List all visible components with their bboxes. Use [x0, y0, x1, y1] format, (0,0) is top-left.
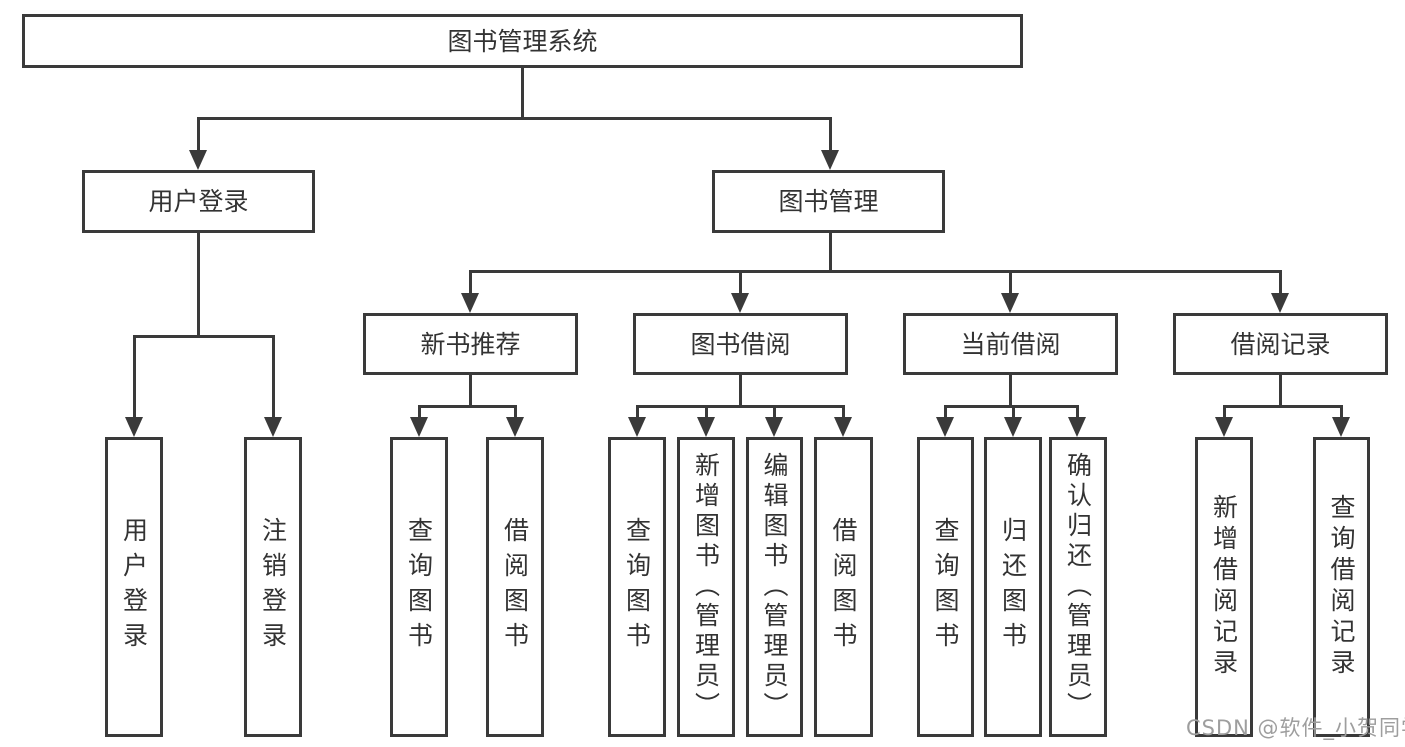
- connector-line: [842, 405, 845, 419]
- arrowhead-down-icon: [1332, 417, 1350, 437]
- arrowhead-down-icon: [1004, 417, 1022, 437]
- connector-line: [1009, 270, 1012, 295]
- node-user-login: 用户登录: [82, 170, 315, 233]
- connector-line: [944, 405, 1079, 408]
- leaf-query-books-borrow: 查询图书: [608, 437, 666, 737]
- leaf-query-books-current: 查询图书: [917, 437, 974, 737]
- leaf-label: 归还图书: [998, 517, 1028, 657]
- connector-line: [944, 405, 947, 419]
- leaf-user-login: 用户登录: [105, 437, 163, 737]
- connector-line: [133, 335, 274, 338]
- arrowhead-down-icon: [936, 417, 954, 437]
- connector-line: [1076, 405, 1079, 419]
- arrowhead-down-icon: [731, 293, 749, 313]
- leaf-borrow-books-recommend: 借阅图书: [486, 437, 544, 737]
- leaf-confirm-return-admin: 确认归还（管理员）: [1049, 437, 1107, 737]
- connector-line: [636, 405, 845, 408]
- connector-line: [133, 335, 136, 420]
- leaf-label: 查询图书: [622, 517, 652, 657]
- node-label: 借阅记录: [1230, 329, 1331, 359]
- leaf-add-book-admin: 新增图书（管理员）: [677, 437, 735, 737]
- connector-line: [1340, 405, 1343, 419]
- node-label: 图书管理: [778, 187, 879, 216]
- arrowhead-down-icon: [264, 417, 282, 437]
- leaf-query-borrow-record: 查询借阅记录: [1313, 437, 1370, 737]
- leaf-borrow-book: 借阅图书: [814, 437, 873, 737]
- leaf-label: 查询借阅记录: [1327, 494, 1356, 680]
- node-book-borrow: 图书借阅: [633, 313, 848, 375]
- node-label: 用户登录: [148, 187, 249, 216]
- arrowhead-down-icon: [697, 417, 715, 437]
- connector-line: [636, 405, 639, 419]
- connector-line: [739, 375, 742, 407]
- connector-line: [418, 405, 421, 419]
- node-current-borrow: 当前借阅: [903, 313, 1118, 375]
- connector-line: [272, 335, 275, 420]
- connector-line: [1223, 405, 1343, 408]
- connector-line: [197, 117, 831, 120]
- node-label: 新书推荐: [420, 329, 521, 359]
- connector-line: [829, 117, 832, 155]
- leaf-label: 用户登录: [119, 517, 149, 657]
- arrowhead-down-icon: [628, 417, 646, 437]
- arrowhead-down-icon: [125, 417, 143, 437]
- connector-line: [829, 233, 832, 272]
- leaf-label: 新增借阅记录: [1209, 494, 1239, 680]
- leaf-label: 查询图书: [931, 517, 960, 657]
- node-label: 当前借阅: [960, 329, 1061, 359]
- arrowhead-down-icon: [765, 417, 783, 437]
- connector-line: [1279, 270, 1282, 295]
- leaf-logout: 注销登录: [244, 437, 302, 737]
- leaf-label: 确认归还（管理员）: [1063, 452, 1093, 722]
- leaf-label: 新增图书（管理员）: [691, 452, 721, 722]
- arrowhead-down-icon: [821, 150, 839, 170]
- connector-line: [469, 270, 1282, 273]
- connector-line: [1012, 405, 1015, 419]
- connector-line: [418, 405, 517, 408]
- leaf-label: 注销登录: [258, 517, 288, 657]
- connector-line: [1223, 405, 1226, 419]
- arrowhead-down-icon: [1271, 293, 1289, 313]
- node-root-system: 图书管理系统: [22, 14, 1023, 68]
- leaf-label: 借阅图书: [500, 517, 530, 657]
- arrowhead-down-icon: [1001, 293, 1019, 313]
- connector-line: [197, 117, 200, 155]
- arrowhead-down-icon: [461, 293, 479, 313]
- arrowhead-down-icon: [834, 417, 852, 437]
- node-root-label: 图书管理系统: [447, 26, 598, 56]
- node-new-book-recommend: 新书推荐: [363, 313, 578, 375]
- arrowhead-down-icon: [506, 417, 524, 437]
- connector-line: [739, 270, 742, 295]
- arrowhead-down-icon: [189, 150, 207, 170]
- leaf-query-books-recommend: 查询图书: [390, 437, 448, 737]
- leaf-label: 借阅图书: [829, 517, 858, 657]
- connector-line: [1279, 375, 1282, 407]
- connector-line: [1009, 375, 1012, 407]
- arrowhead-down-icon: [1068, 417, 1086, 437]
- leaf-label: 查询图书: [404, 517, 434, 657]
- connector-line: [521, 68, 524, 118]
- leaf-add-borrow-record: 新增借阅记录: [1195, 437, 1253, 737]
- connector-line: [197, 233, 200, 337]
- connector-line: [773, 405, 776, 419]
- arrowhead-down-icon: [410, 417, 428, 437]
- connector-line: [469, 270, 472, 295]
- leaf-return-book: 归还图书: [984, 437, 1042, 737]
- csdn-watermark: CSDN @软件_小贺同学: [1186, 716, 1405, 740]
- node-book-management: 图书管理: [712, 170, 945, 233]
- connector-line: [469, 375, 472, 407]
- leaf-edit-book-admin: 编辑图书（管理员）: [746, 437, 803, 737]
- node-label: 图书借阅: [690, 329, 791, 359]
- leaf-label: 编辑图书（管理员）: [760, 452, 789, 722]
- connector-line: [514, 405, 517, 419]
- arrowhead-down-icon: [1215, 417, 1233, 437]
- connector-line: [705, 405, 708, 419]
- node-borrow-records: 借阅记录: [1173, 313, 1388, 375]
